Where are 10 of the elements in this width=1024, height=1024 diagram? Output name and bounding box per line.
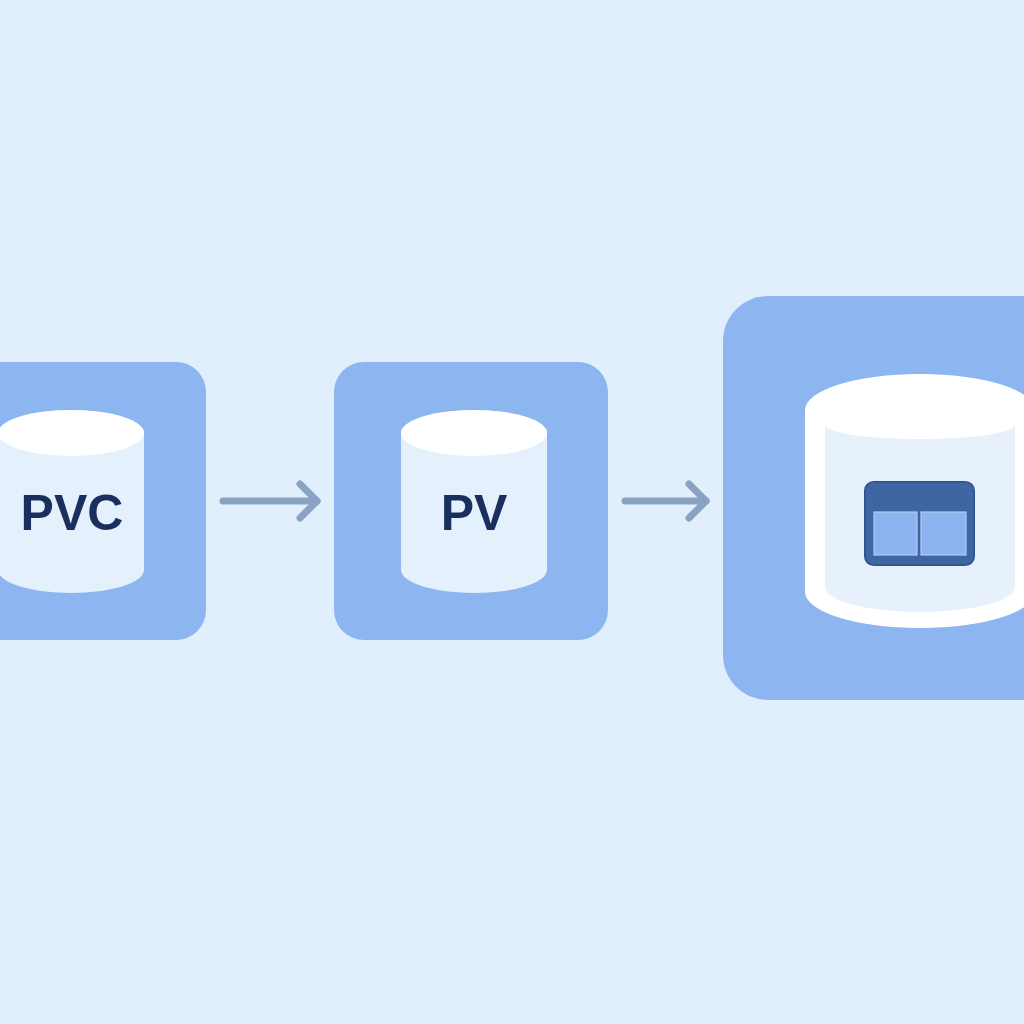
- rounded-panel: [723, 296, 1024, 700]
- arrow: [219, 480, 321, 522]
- storage-cylinder: [401, 410, 547, 593]
- arrow: [621, 480, 710, 522]
- cylinder-label: PV: [440, 488, 508, 538]
- rounded-panel: [334, 362, 608, 640]
- cylinder-label: PVC: [20, 488, 124, 538]
- rounded-panel: [0, 362, 206, 640]
- storage-cylinder: [805, 374, 1024, 628]
- storage-cylinder: [0, 410, 144, 593]
